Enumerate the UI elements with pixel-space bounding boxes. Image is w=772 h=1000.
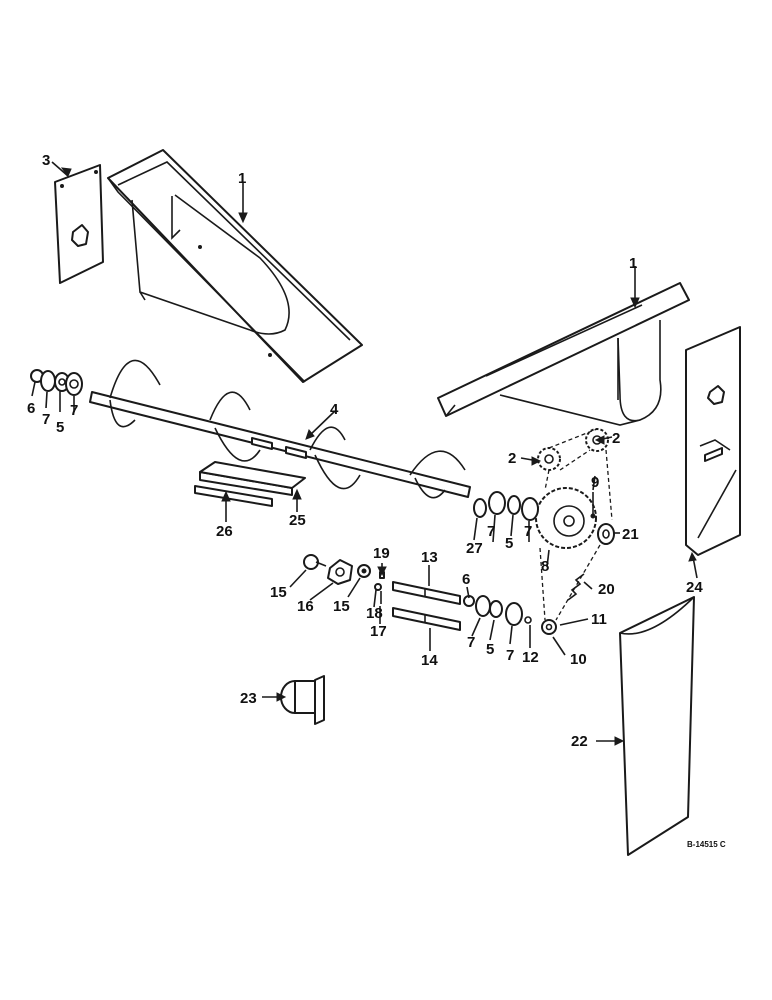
callout-2-right: 2: [612, 430, 620, 447]
sprocket-large: [535, 487, 597, 549]
callout-7-mid-b: 7: [524, 523, 532, 540]
leader-lines: [31, 161, 698, 742]
fitting-15-right: [357, 564, 371, 578]
callout-10: 10: [570, 651, 587, 668]
callout-9: 9: [591, 474, 599, 491]
callout-23: 23: [240, 690, 257, 707]
callout-17: 17: [370, 623, 387, 640]
callout-22: 22: [571, 733, 588, 750]
callout-20: 20: [598, 581, 615, 598]
sprocket-10: [541, 619, 557, 635]
callout-21: 21: [622, 526, 639, 543]
callout-labels: 3 1 1 4 2 2 6 7 5 7 27 7 5 7 26 25 9 21 …: [27, 152, 726, 849]
callout-2-left: 2: [508, 450, 516, 467]
callout-1-right: 1: [629, 255, 637, 272]
callout-12: 12: [522, 649, 539, 666]
callout-7-top-a: 7: [42, 411, 50, 428]
flange-16: [327, 559, 353, 585]
callout-4: 4: [330, 401, 339, 418]
left-side-plate: [54, 164, 104, 284]
strip-26: [194, 485, 273, 507]
callout-15-left: 15: [270, 584, 287, 601]
callout-5-top: 5: [56, 419, 64, 436]
callout-24: 24: [686, 579, 703, 596]
callout-5-low: 5: [486, 641, 494, 658]
callout-15-right: 15: [333, 598, 350, 615]
callout-7-low-b: 7: [506, 647, 514, 664]
washer-18: [374, 583, 382, 591]
callout-19: 19: [373, 545, 390, 562]
arrow-heads: [60, 167, 697, 746]
callout-14: 14: [421, 652, 438, 669]
callout-18: 18: [366, 605, 383, 622]
callout-1-left: 1: [238, 170, 246, 187]
callout-7-top-b: 7: [70, 402, 78, 419]
auger: [89, 359, 471, 499]
callout-27: 27: [466, 540, 483, 557]
shield-22: [619, 596, 695, 856]
shaft-14: [392, 607, 461, 631]
callout-7-mid-a: 7: [487, 523, 495, 540]
callout-16: 16: [297, 598, 314, 615]
left-trough: [107, 149, 363, 383]
callout-7-low-a: 7: [467, 634, 475, 651]
right-side-plate: [685, 326, 741, 556]
bearing-cluster-auger-end: [473, 491, 539, 521]
bolt-9: [590, 492, 596, 519]
callout-11: 11: [591, 611, 607, 628]
callout-8: 8: [541, 558, 549, 575]
callout-3: 3: [42, 152, 50, 169]
callout-6-top: 6: [27, 400, 35, 417]
sprocket-small-left: [537, 447, 561, 471]
housing-23: [280, 675, 325, 725]
figure-reference: B-14515 C: [687, 840, 726, 849]
callout-25: 25: [289, 512, 306, 529]
idler-21: [597, 523, 615, 545]
fitting-15-left: [303, 554, 327, 570]
drive-chain: [539, 428, 613, 621]
callout-26: 26: [216, 523, 233, 540]
plate-25: [199, 461, 306, 496]
bearing-cluster-lower: [463, 595, 532, 626]
right-trough: [437, 282, 690, 426]
callout-6-low: 6: [462, 571, 470, 588]
callout-13: 13: [421, 549, 438, 566]
callout-5-mid: 5: [505, 535, 513, 552]
spring-20: [567, 573, 585, 601]
bearing-cluster-left: [30, 369, 83, 396]
shaft-13: [392, 581, 461, 605]
